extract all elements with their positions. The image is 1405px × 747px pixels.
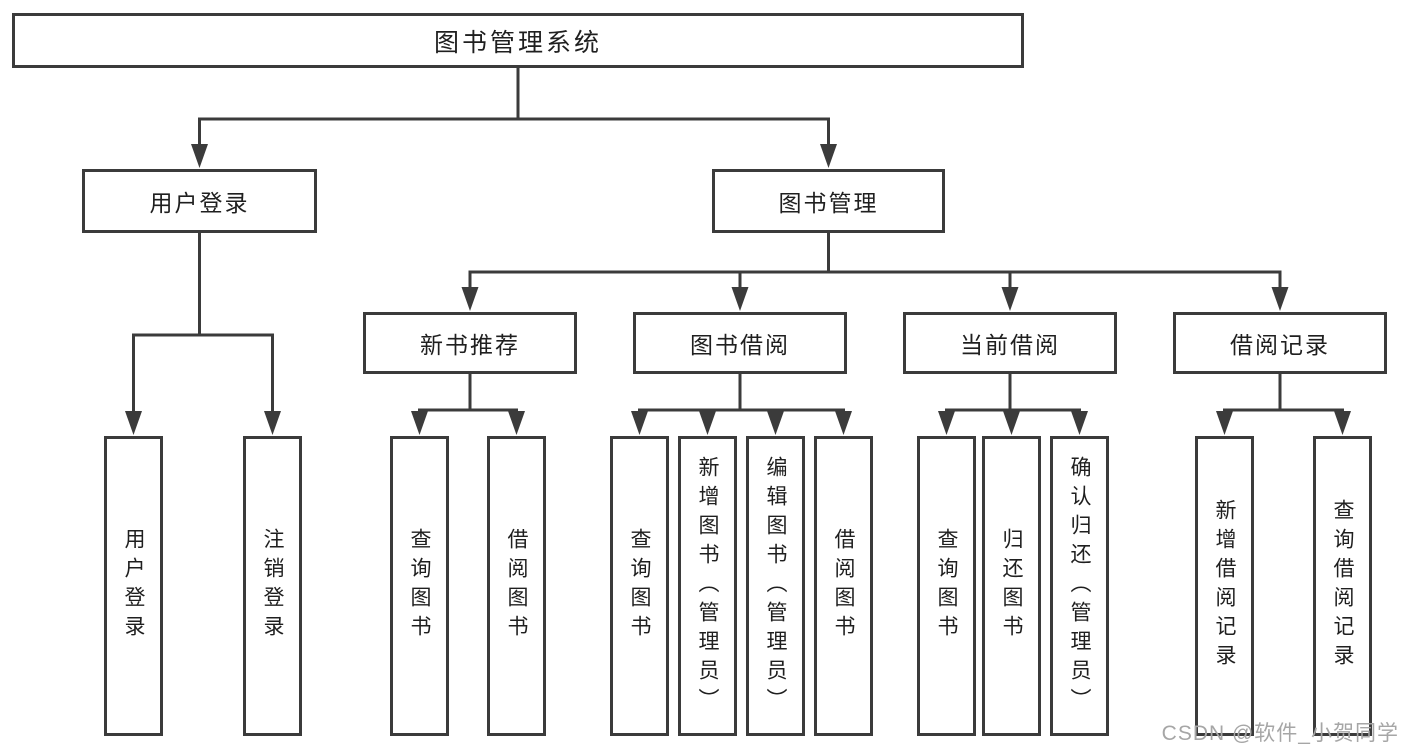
node-current-borrowing: 当前借阅 bbox=[903, 312, 1117, 374]
connector-records-to-leaves bbox=[1216, 374, 1351, 435]
connector-current-to-leaves bbox=[938, 374, 1088, 435]
leaf-newbook-borrow-books: 借阅图书 bbox=[487, 436, 546, 736]
node-root-system: 图书管理系统 bbox=[12, 13, 1024, 68]
node-new-book-recommend: 新书推荐 bbox=[363, 312, 577, 374]
node-root-label: 图书管理系统 bbox=[433, 28, 602, 57]
leaf-borrowing-add-books-admin: 新增图书（管理员） bbox=[678, 436, 737, 736]
leaf-borrowing-query-books: 查询图书 bbox=[610, 436, 669, 736]
leaf-user-login-label: 用户登录 bbox=[122, 528, 145, 644]
node-new-book-recommend-label: 新书推荐 bbox=[420, 332, 520, 358]
leaf-records-query-borrow-record: 查询借阅记录 bbox=[1313, 436, 1372, 736]
connector-root-to-level2 bbox=[191, 66, 837, 168]
leaf-newbook-query-books: 查询图书 bbox=[390, 436, 449, 736]
leaf-records-add-borrow-record: 新增借阅记录 bbox=[1195, 436, 1254, 736]
leaf-logout-label: 注销登录 bbox=[261, 528, 284, 644]
connector-userlogin-to-leaves bbox=[125, 233, 281, 435]
leaf-records-add-borrow-record-label: 新增借阅记录 bbox=[1213, 499, 1236, 673]
leaf-records-query-borrow-record-label: 查询借阅记录 bbox=[1331, 499, 1354, 673]
leaf-borrowing-edit-books-admin-label: 编辑图书（管理员） bbox=[764, 455, 787, 717]
node-borrowing-records: 借阅记录 bbox=[1173, 312, 1387, 374]
leaf-borrowing-borrow-books-label: 借阅图书 bbox=[832, 528, 855, 644]
leaf-newbook-borrow-books-label: 借阅图书 bbox=[505, 528, 528, 644]
node-book-borrowing: 图书借阅 bbox=[633, 312, 847, 374]
leaf-borrowing-borrow-books: 借阅图书 bbox=[814, 436, 873, 736]
leaf-borrowing-edit-books-admin: 编辑图书（管理员） bbox=[746, 436, 805, 736]
leaf-borrowing-query-books-label: 查询图书 bbox=[628, 528, 651, 644]
connector-bookmgmt-to-sections bbox=[461, 233, 1289, 311]
connector-borrowing-to-leaves bbox=[631, 374, 852, 435]
node-book-borrowing-label: 图书借阅 bbox=[690, 332, 790, 358]
leaf-newbook-query-books-label: 查询图书 bbox=[408, 528, 431, 644]
csdn-watermark: CSDN @软件_小贺同学 bbox=[1161, 722, 1399, 745]
node-current-borrowing-label: 当前借阅 bbox=[960, 332, 1060, 358]
leaf-current-query-books: 查询图书 bbox=[917, 436, 976, 736]
leaf-borrowing-add-books-admin-label: 新增图书（管理员） bbox=[696, 455, 719, 717]
leaf-current-confirm-return-admin-label: 确认归还（管理员） bbox=[1068, 455, 1091, 717]
leaf-current-query-books-label: 查询图书 bbox=[935, 528, 958, 644]
leaf-logout: 注销登录 bbox=[243, 436, 302, 736]
node-borrowing-records-label: 借阅记录 bbox=[1230, 332, 1330, 358]
node-book-management-label: 图书管理 bbox=[778, 190, 879, 216]
leaf-user-login: 用户登录 bbox=[104, 436, 163, 736]
connector-newbook-to-leaves bbox=[411, 374, 525, 435]
node-user-login: 用户登录 bbox=[82, 169, 317, 233]
node-book-management: 图书管理 bbox=[712, 169, 945, 233]
leaf-current-return-books: 归还图书 bbox=[982, 436, 1041, 736]
leaf-current-return-books-label: 归还图书 bbox=[1000, 528, 1023, 644]
node-user-login-label: 用户登录 bbox=[149, 190, 250, 216]
leaf-current-confirm-return-admin: 确认归还（管理员） bbox=[1050, 436, 1109, 736]
